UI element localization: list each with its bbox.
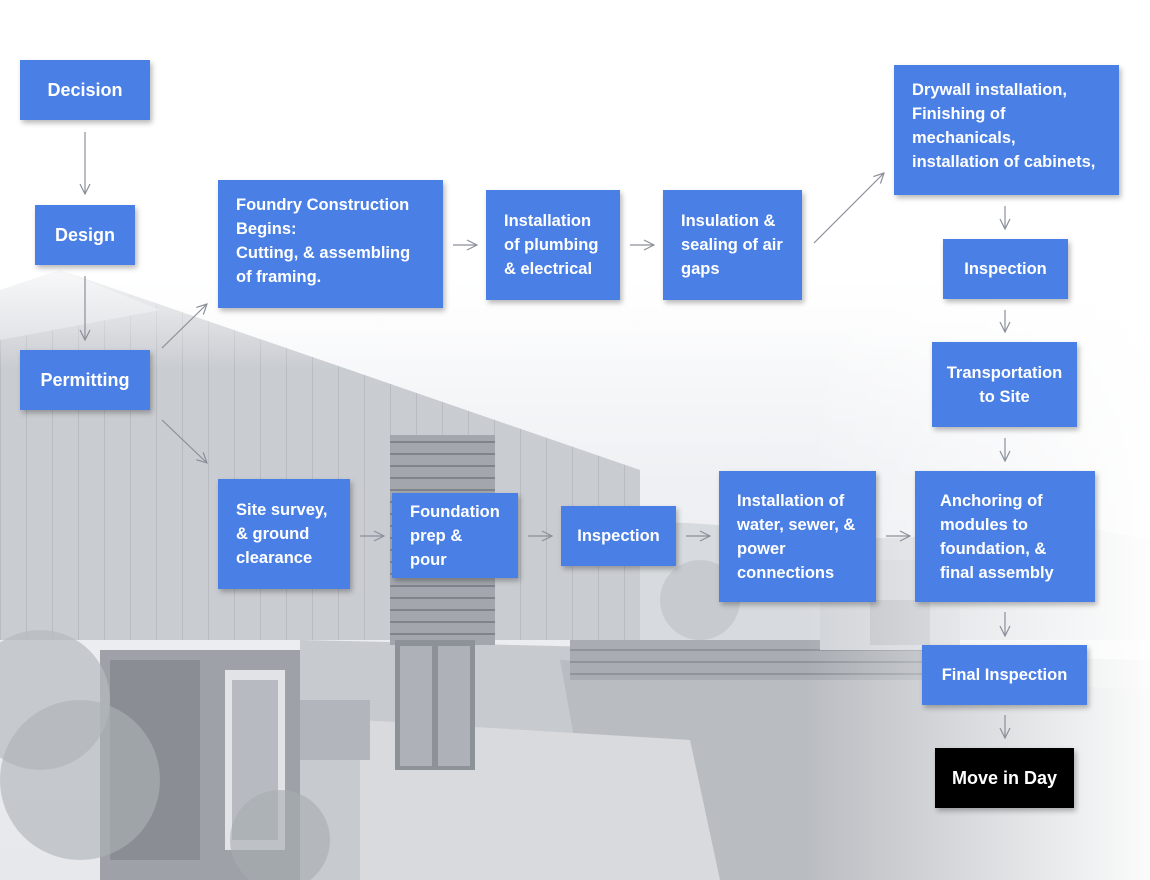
node-inspection-top-label: Inspection <box>964 260 1047 278</box>
node-decision: Decision <box>20 60 150 120</box>
node-transportation: Transportation to Site <box>932 342 1077 427</box>
node-move-in-day-label: Move in Day <box>951 768 1058 788</box>
node-insulation: Insulation & sealing of air gaps <box>663 190 802 300</box>
node-anchoring-label: Anchoring of modules to foundation, & fi… <box>940 491 1054 582</box>
node-drywall-label: Drywall installation, Finishing of mecha… <box>912 81 1096 171</box>
node-plumbing-electrical: Installation of plumbing & electrical <box>486 190 620 300</box>
node-move-in-day: Move in Day <box>935 748 1074 808</box>
node-insulation-label: Insulation & sealing of air gaps <box>681 212 783 278</box>
node-plumbing-electrical-label: Installation of plumbing & electrical <box>504 212 599 278</box>
node-foundry-construction-label: Foundry Construction Begins: Cutting, & … <box>236 196 411 286</box>
node-foundation-label: Foundation prep & pour <box>410 502 500 569</box>
node-drywall: Drywall installation, Finishing of mecha… <box>894 65 1119 195</box>
node-utilities: Installation of water, sewer, & power co… <box>719 471 876 602</box>
node-site-survey: Site survey, & ground clearance <box>218 479 350 589</box>
node-inspection-mid-label: Inspection <box>577 527 660 545</box>
node-foundry-construction: Foundry Construction Begins: Cutting, & … <box>218 180 443 308</box>
node-site-survey-label: Site survey, & ground clearance <box>236 501 328 567</box>
node-final-inspection: Final Inspection <box>922 645 1087 705</box>
node-final-inspection-label: Final Inspection <box>941 666 1068 684</box>
node-transportation-label: Transportation to Site <box>946 363 1063 406</box>
node-inspection-top: Inspection <box>943 239 1068 299</box>
node-foundation: Foundation prep & pour <box>392 493 518 578</box>
node-permitting-label: Permitting <box>40 370 130 390</box>
node-inspection-mid: Inspection <box>561 506 676 566</box>
node-design-label: Design <box>54 225 115 245</box>
node-decision-label: Decision <box>47 80 123 100</box>
node-permitting: Permitting <box>20 350 150 410</box>
node-anchoring: Anchoring of modules to foundation, & fi… <box>915 471 1095 602</box>
node-utilities-label: Installation of water, sewer, & power co… <box>737 491 856 582</box>
node-design: Design <box>35 205 135 265</box>
